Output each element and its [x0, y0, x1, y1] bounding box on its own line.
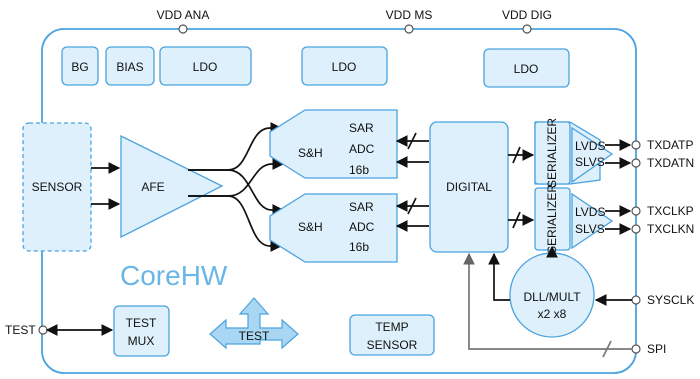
temp-sensor-block: TEMP SENSOR: [349, 314, 435, 356]
pin-txclkp-label: TXCLKP: [647, 204, 694, 218]
ldo-label-2: LDO: [332, 60, 357, 74]
dll-mult-block: DLL/MULT x2 x8: [509, 252, 595, 338]
pin-sysclk-label: SYSCLK: [647, 293, 694, 307]
spi-bus: [463, 252, 632, 358]
adc-label-1-line-2: ADC: [349, 142, 375, 156]
test-mux-label-2: MUX: [128, 334, 155, 348]
pin-txdatp-label: TXDATP: [647, 138, 693, 152]
pin-test: TEST: [5, 323, 48, 337]
ldo-block-1: LDO: [159, 46, 252, 86]
sh-label-2: S&H: [298, 220, 323, 234]
supply-vdd-ms-label: VDD MS: [386, 8, 433, 22]
temp-sensor-label-2: SENSOR: [367, 338, 418, 352]
digital-label: DIGITAL: [446, 180, 492, 194]
ldo-label-1: LDO: [193, 60, 218, 74]
clock-wires: [488, 245, 632, 306]
ldo-label-3: LDO: [514, 62, 539, 76]
adc-label-1-line-1: SAR: [349, 121, 374, 135]
lvds-driver-1: LVDS SLVS: [571, 126, 614, 184]
pin-spi-label: SPI: [647, 342, 666, 356]
output-wires: [605, 139, 632, 235]
temp-sensor-label-1: TEMP: [375, 320, 408, 334]
pin-txclkp: TXCLKP: [631, 204, 694, 218]
pin-txdatn-label: TXDATN: [647, 156, 694, 170]
serializer-label-2: SERIALIZER: [545, 184, 559, 254]
supply-vdd-dig: VDD DIG: [502, 8, 552, 34]
lvds-label-1-line-1: LVDS: [575, 139, 605, 153]
pin-test-label: TEST: [5, 323, 36, 337]
dll-label: DLL/MULT: [523, 290, 581, 304]
serializer-label-1: SERIALIZER: [545, 118, 559, 188]
pin-sysclk: SYSCLK: [631, 293, 694, 307]
supply-vdd-ana-label: VDD ANA: [157, 8, 210, 22]
test-bus-arrow-icon: TEST: [209, 297, 299, 350]
bg-block: BG: [61, 46, 99, 86]
lvds-driver-2: LVDS SLVS: [571, 192, 614, 250]
bias-label: BIAS: [116, 60, 143, 74]
test-mux-label-1: TEST: [126, 316, 157, 330]
pin-txdatn: TXDATN: [631, 156, 694, 170]
sensor-block: SENSOR: [22, 122, 92, 252]
supply-vdd-ana-pin: [178, 24, 188, 34]
digital-serializer-buses: [508, 146, 535, 229]
afe-sh-wires: [188, 122, 285, 252]
lvds-label-2-line-2: SLVS: [575, 222, 605, 236]
bg-label: BG: [71, 60, 88, 74]
adc-block-1: S&H SAR ADC 16b: [269, 109, 398, 179]
supply-vdd-ana: VDD ANA: [157, 8, 210, 34]
supply-vdd-ms: VDD MS: [386, 8, 433, 34]
pin-spi: SPI: [631, 342, 666, 356]
pin-txclkn: TXCLKN: [631, 222, 694, 236]
afe-amplifier: AFE: [120, 134, 224, 239]
adc-digital-buses: [395, 132, 429, 232]
test-bus-arrow-label: TEST: [239, 329, 270, 343]
test-mux-block: TEST MUX: [113, 305, 170, 357]
adc-label-1-line-3: 16b: [349, 163, 369, 177]
lvds-label-1-line-2: SLVS: [575, 155, 605, 169]
sensor-label: SENSOR: [32, 180, 83, 194]
adc-block-2: S&H SAR ADC 16b: [269, 193, 398, 263]
digital-block: DIGITAL: [429, 121, 509, 253]
supply-vdd-dig-label: VDD DIG: [502, 8, 552, 22]
pin-txclkn-label: TXCLKN: [647, 222, 694, 236]
serializer-block-2: SERIALIZER: [534, 184, 571, 254]
sh-label-1: S&H: [298, 146, 323, 160]
ldo-block-3: LDO: [483, 48, 570, 88]
adc-label-2-line-3: 16b: [349, 240, 369, 254]
bias-block: BIAS: [105, 46, 155, 86]
adc-label-2-line-2: ADC: [349, 220, 375, 234]
dll-sub-label: x2 x8: [538, 307, 567, 321]
pin-txdatp: TXDATP: [631, 138, 693, 152]
afe-label: AFE: [141, 180, 164, 194]
supply-vdd-dig-pin: [522, 24, 532, 34]
ldo-block-2: LDO: [301, 46, 388, 86]
supply-vdd-ms-pin: [404, 24, 414, 34]
lvds-label-2-line-1: LVDS: [575, 205, 605, 219]
corehw-logo: CoreHW: [120, 260, 228, 291]
adc-label-2-line-1: SAR: [349, 200, 374, 214]
